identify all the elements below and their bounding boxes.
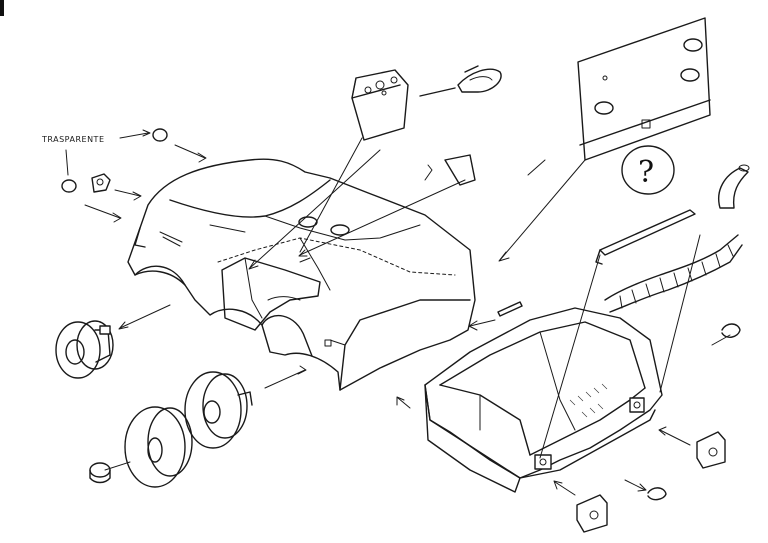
rear-wheel-inner bbox=[184, 371, 253, 449]
mount-bracket bbox=[576, 323, 741, 533]
unknown-part-marker: ? bbox=[621, 145, 675, 195]
exhaust-pipe bbox=[718, 164, 750, 209]
headlight-socket bbox=[91, 173, 111, 193]
chassis-tray bbox=[424, 307, 663, 493]
door-handle-parts bbox=[424, 154, 476, 186]
transparent-note: TRASPARENTE bbox=[41, 135, 105, 144]
hub-cap bbox=[89, 462, 111, 484]
scan-edge-mark bbox=[0, 0, 4, 16]
car-body bbox=[127, 158, 476, 391]
suspension-spring bbox=[604, 234, 743, 313]
assembly-arrows bbox=[84, 137, 731, 496]
steering-rod bbox=[595, 209, 696, 265]
headlight-lens bbox=[152, 128, 168, 142]
dashboard-panel bbox=[351, 69, 409, 141]
headlight-parts bbox=[61, 128, 168, 193]
axle-pin bbox=[497, 301, 523, 317]
steering-lever bbox=[419, 65, 502, 97]
rear-wheel-outer bbox=[124, 406, 193, 488]
headlight-lens bbox=[61, 179, 77, 193]
front-wheel bbox=[55, 320, 114, 379]
arrow bbox=[119, 132, 149, 139]
tailgate-panel bbox=[577, 17, 711, 161]
question-mark: ? bbox=[638, 155, 654, 190]
